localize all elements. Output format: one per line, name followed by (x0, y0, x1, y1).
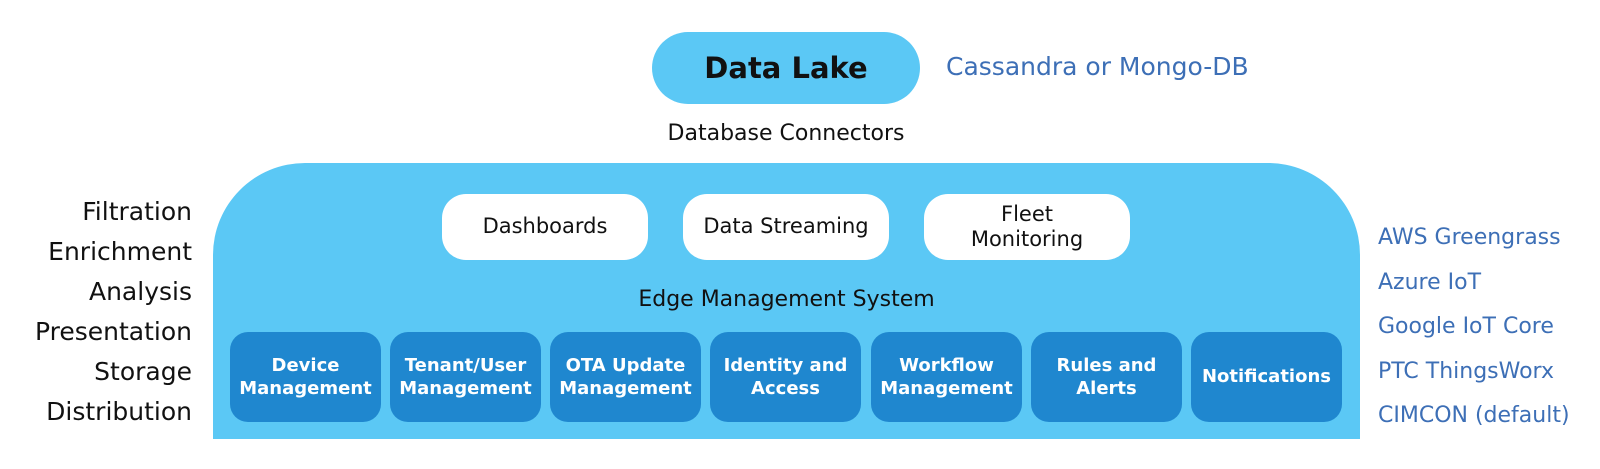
fleet-monitoring-label-line1: Fleet (1001, 201, 1053, 226)
module-label-line2: Management (239, 378, 372, 399)
module-notifications: Notifications (1191, 332, 1342, 422)
module-label-line1: OTA Update (565, 354, 686, 376)
edge-management-system-label: Edge Management System (638, 286, 935, 312)
dashboards-label: Dashboards (482, 214, 608, 239)
module-workflow-management: Workflow Management (871, 332, 1022, 422)
platform-item-ptc-thingsworx: PTC ThingsWorx (1378, 358, 1555, 384)
platform-options-list: AWS Greengrass Azure IoT Google IoT Core… (1378, 216, 1600, 439)
data-streaming-label: Data Streaming (703, 214, 869, 239)
database-connectors-label: Database Connectors (667, 120, 905, 146)
platform-item-cimcon-default: CIMCON (default) (1378, 403, 1570, 428)
module-label-line2: Management (559, 378, 692, 399)
module-rules-and-alerts: Rules and Alerts (1031, 332, 1182, 422)
process-item-distribution: Distribution (46, 397, 192, 426)
edge-management-panel: Dashboards Data Streaming Fleet Monitori… (213, 163, 1360, 439)
module-label-line2: Management (880, 378, 1013, 399)
platform-item-azure-iot: Azure IoT (1378, 269, 1482, 295)
process-item-enrichment: Enrichment (48, 237, 192, 266)
module-label-line1: Workflow (899, 354, 994, 376)
module-label-line1: Device (271, 354, 340, 376)
module-label-line2: Access (751, 378, 820, 399)
fleet-monitoring-label-line2: Monitoring (970, 227, 1084, 251)
module-label-line1: Tenant/User (404, 354, 527, 376)
module-ota-update-management: OTA Update Management (550, 332, 701, 422)
module-label-line1: Identity and (723, 354, 848, 376)
module-label-line2: Alerts (1076, 378, 1137, 399)
data-lake-node: Data Lake (652, 32, 920, 104)
platform-item-aws-greengrass: AWS Greengrass (1378, 225, 1561, 250)
process-item-filtration: Filtration (82, 197, 192, 226)
module-tenant-user-management: Tenant/User Management (390, 332, 541, 422)
module-device-management: Device Management (230, 332, 381, 422)
module-label-line1: Notifications (1201, 366, 1332, 388)
process-item-presentation: Presentation (34, 317, 192, 346)
module-label-line2: Management (399, 378, 532, 399)
data-lake-note: Cassandra or Mongo-DB (946, 51, 1249, 81)
data-lake-label: Data Lake (704, 51, 868, 85)
module-identity-and-access: Identity and Access (710, 332, 861, 422)
process-item-storage: Storage (94, 357, 192, 386)
data-streaming-node: Data Streaming (683, 194, 889, 260)
dashboards-node: Dashboards (442, 194, 648, 260)
module-label-line1: Rules and (1056, 354, 1157, 376)
process-item-analysis: Analysis (88, 277, 192, 306)
processing-stages-list: Filtration Enrichment Analysis Presentat… (0, 192, 192, 432)
fleet-monitoring-node: Fleet Monitoring (924, 194, 1130, 260)
platform-item-google-iot-core: Google IoT Core (1378, 314, 1554, 339)
